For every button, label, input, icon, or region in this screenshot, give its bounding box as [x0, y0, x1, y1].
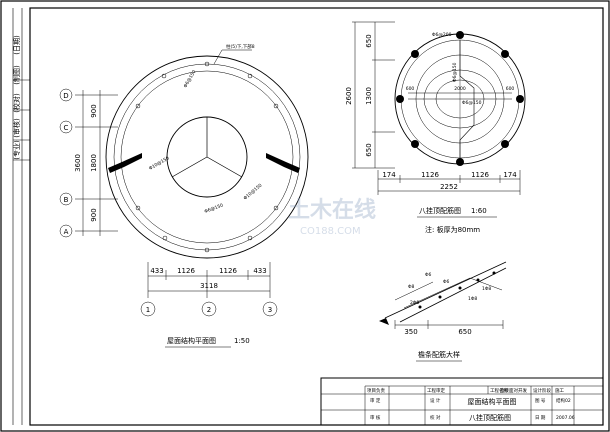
- tb-cell: 图 号: [535, 398, 546, 404]
- dim-text: 1126: [471, 171, 489, 179]
- side-label: (日期): [13, 35, 21, 55]
- octagon-title: 八挂顶配筋图: [419, 206, 461, 215]
- dim-text: 433: [150, 267, 163, 275]
- watermark: 土木在线 CO188.COM: [288, 197, 376, 237]
- tb-cell: 审 核: [370, 414, 381, 421]
- roof-plan: 柱(5)下,下部8 Φ6@150 Φ10@150 Φ10@150 Φ6@150 …: [59, 43, 309, 348]
- plan-title: 屋面结构平面图: [167, 336, 216, 345]
- side-strip: (日期) (制图) (校对) (审核) (专业): [12, 8, 30, 425]
- rebar-label: 2Φ8: [410, 300, 419, 306]
- drawing-name: 八挂顶配筋图: [469, 413, 511, 422]
- dim-text: 174: [382, 171, 396, 179]
- dim-text: 650: [365, 143, 373, 156]
- side-label: (审核): [12, 118, 21, 138]
- axis-bubble: A: [64, 228, 69, 236]
- rebar-label: Φ6@150: [183, 69, 198, 89]
- axis-bubble: B: [64, 196, 69, 204]
- octagon-top: Φ6@200 Φ6@150 Φ6@150 600 2000 600 650 13…: [345, 21, 526, 234]
- dim-text: 1126: [421, 171, 439, 179]
- dim-text: 600: [406, 86, 415, 92]
- title-block-text: 项目负责 工程审定 工程名称 直接面对开发 设计阶段 施工 审 定 设 计 屋面…: [367, 387, 575, 422]
- dim-text: 900: [90, 208, 98, 221]
- dim-text: 2600: [345, 87, 353, 105]
- dim-text: 2252: [440, 183, 458, 191]
- dim-text: 433: [253, 267, 266, 275]
- plan-callout: 柱(5)下,下部8: [226, 43, 255, 50]
- beam-left: [108, 153, 142, 173]
- rebar-label: Φ6: [425, 272, 432, 278]
- side-label: (专业): [12, 140, 21, 160]
- watermark-main: 土木在线: [288, 197, 376, 223]
- tb-cell: 设计阶段: [533, 387, 551, 394]
- dim-text: 900: [90, 104, 98, 117]
- axis-bubble: D: [63, 92, 68, 100]
- rebar-label: Φ10@150: [242, 182, 263, 201]
- axis-bubble: 1: [146, 306, 150, 314]
- rebar-label: Φ6@150: [204, 203, 224, 215]
- rebar-label: 1Φ8: [468, 296, 477, 302]
- tb-cell: 2007.06: [556, 415, 575, 421]
- dim-text: 3600: [74, 154, 82, 172]
- tb-cell: 施工: [555, 387, 564, 394]
- beam-right: [266, 153, 300, 173]
- dim-text: 1300: [365, 87, 373, 105]
- rebar-label: Φ6@150: [462, 100, 482, 106]
- tb-cell: 日 期: [535, 415, 546, 421]
- dim-text: 350: [404, 328, 417, 336]
- tb-cell: 审 定: [370, 397, 381, 404]
- dim-text: 1126: [219, 267, 237, 275]
- dim-text: 1126: [177, 267, 195, 275]
- rebar-label: 1Φ8: [482, 286, 491, 292]
- detail-title: 檐条配筋大样: [418, 350, 460, 359]
- drawing-name: 屋面结构平面图: [468, 397, 517, 406]
- tb-cell: 设 计: [430, 397, 441, 404]
- axis-bubble: C: [64, 124, 69, 132]
- tb-cell: 工程审定: [427, 387, 445, 394]
- dim-text: 2000: [454, 86, 466, 92]
- tb-cell: 项目负责: [367, 387, 385, 394]
- rebar-label: Φ8: [408, 284, 415, 290]
- axis-bubble: 3: [268, 306, 272, 314]
- watermark-sub: CO188.COM: [300, 226, 361, 237]
- inner-frame: [29, 7, 604, 426]
- tb-cell: 结构02: [556, 397, 571, 404]
- rebar-label: Φ6@200: [432, 32, 452, 38]
- tb-cell: 直接面对开发: [500, 387, 527, 394]
- octagon-scale: 1:60: [471, 207, 487, 215]
- dim-text: 3118: [200, 282, 218, 290]
- dim-text: 174: [503, 171, 517, 179]
- tb-cell: 工程名称: [490, 387, 508, 394]
- axis-bubble: 2: [207, 306, 211, 314]
- eave-detail: Φ6 Φ8 Φ6 1Φ8 1Φ8 2Φ8 350 650 檐条配筋大样: [379, 261, 507, 362]
- side-label: (校对): [12, 93, 21, 113]
- rebar-label: Φ6: [443, 279, 450, 285]
- dim-text: 600: [506, 86, 515, 92]
- side-label: (制图): [12, 65, 21, 85]
- dim-text: 650: [458, 328, 471, 336]
- title-block: [320, 377, 604, 426]
- plan-scale: 1:50: [234, 337, 250, 345]
- dim-text: 650: [365, 34, 373, 47]
- dim-text: 1800: [90, 154, 98, 172]
- octagon-note: 注: 板厚为80mm: [425, 225, 480, 234]
- rebar-label: Φ6@150: [452, 62, 458, 82]
- tb-cell: 校 对: [430, 414, 441, 421]
